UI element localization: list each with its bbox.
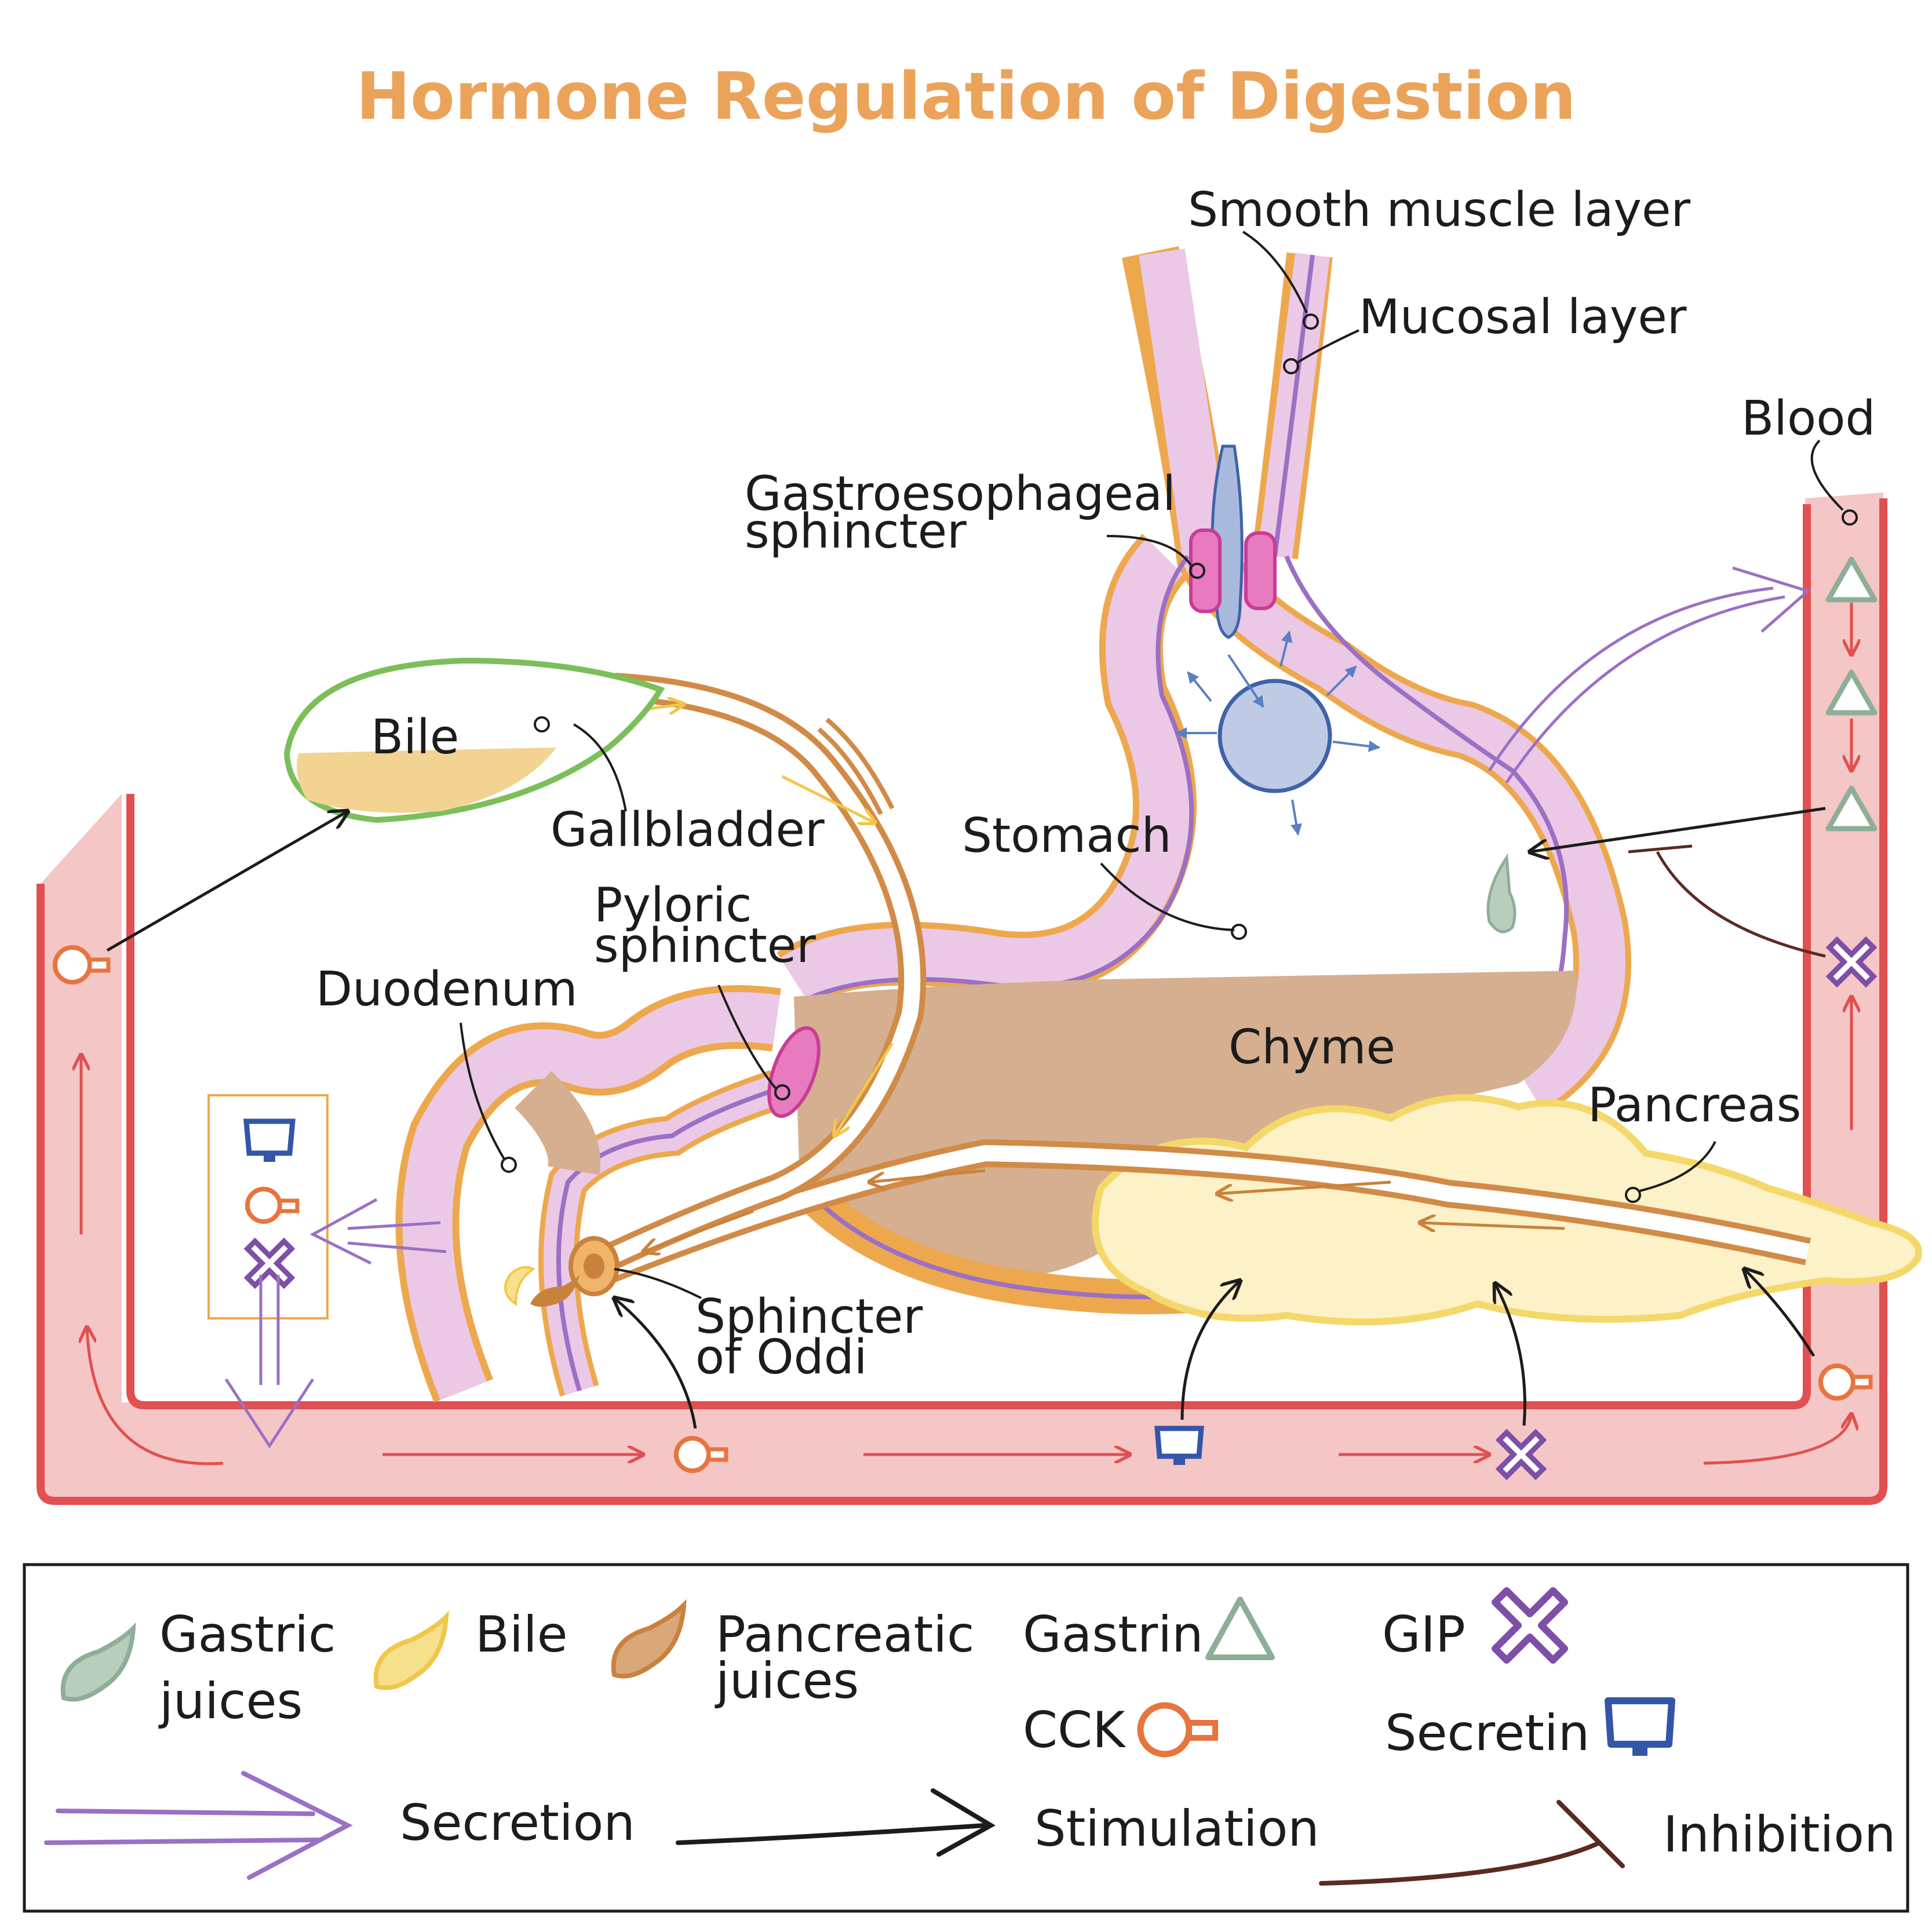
legend-bile: Bile <box>475 1606 568 1664</box>
label-duodenum: Duodenum <box>316 962 578 1017</box>
legend-secretin: Secretin <box>1385 1704 1590 1762</box>
cck-icon <box>674 1436 728 1473</box>
duodenum-hormone-box <box>207 1094 329 1319</box>
cck-key-icon <box>1137 1702 1218 1758</box>
gip-icon <box>1825 936 1878 988</box>
legend-gastrin: Gastrin <box>1023 1606 1204 1664</box>
cck-icon <box>53 945 111 985</box>
secretin-cup-icon <box>1605 1697 1675 1756</box>
label-mucosal-layer: Mucosal layer <box>1359 290 1687 345</box>
label-pyloric-sphincter: sphincter <box>594 918 816 974</box>
legend-stimulation: Stimulation <box>1034 1800 1319 1858</box>
label-of-oddi: of Oddi <box>695 1330 867 1385</box>
duodenum-bile-droplet <box>504 1266 535 1306</box>
stomach-wall <box>777 246 1631 1114</box>
ge-sphincter-right <box>1244 531 1277 610</box>
label-sphincter-of-oddi: Sphincter <box>695 1289 923 1344</box>
x-icon <box>1492 1587 1568 1664</box>
secretion-arrow-icon <box>44 1771 353 1880</box>
gastrin-icon <box>1825 556 1878 603</box>
cck-icon <box>1818 1364 1873 1401</box>
blood-vessel <box>37 493 1887 1505</box>
label-smooth-muscle-layer: Smooth muscle layer <box>1188 183 1690 238</box>
legend-cck: CCK <box>1023 1701 1127 1759</box>
chyme <box>794 971 1577 1277</box>
stimulation-arrows <box>106 807 1826 1429</box>
green-droplet-icon <box>60 1622 136 1702</box>
stimulation-arrow-icon <box>676 1788 996 1857</box>
yellow-droplet-icon <box>373 1610 449 1690</box>
inhibition-arrow <box>1628 844 1826 958</box>
legend: Gastric juices Bile Pancreatic juices Ga… <box>23 1563 1909 1913</box>
legend-pancreatic-juices-2: juices <box>715 1652 859 1710</box>
secretin-icon <box>243 1118 296 1162</box>
secretion-arrows <box>224 566 1811 1449</box>
duodenum-pancreatic-droplet <box>530 1275 579 1307</box>
stomach-gastric-droplet <box>1486 853 1517 934</box>
gastrin-icon <box>1825 785 1878 832</box>
label-gastroesophageal-sphincter: sphincter <box>745 504 967 559</box>
label-gastroesophageal: Gastroesophageal <box>745 466 1176 522</box>
pyloric-sphincter <box>767 1026 821 1118</box>
legend-gastric-juices-2: juices <box>158 1672 302 1730</box>
legend-gastric-juices-1: Gastric <box>159 1606 336 1664</box>
label-chyme: Chyme <box>1229 1020 1395 1075</box>
legend-secretion: Secretion <box>400 1794 635 1852</box>
ducts <box>573 673 1811 1288</box>
stomach-bolus <box>1217 679 1332 793</box>
gallbladder <box>283 657 665 823</box>
leader-lines <box>460 231 1858 1299</box>
label-blood: Blood <box>1741 391 1875 446</box>
legend-inhibition: Inhibition <box>1663 1806 1896 1864</box>
label-pyloric: Pyloric <box>594 878 752 933</box>
triangle-icon <box>1205 1596 1275 1660</box>
secretin-icon <box>1154 1426 1204 1465</box>
legend-pancreatic-juices-1: Pancreatic <box>716 1606 974 1664</box>
brown-droplet-icon <box>611 1599 687 1679</box>
cck-icon <box>245 1187 300 1224</box>
legend-gip: GIP <box>1382 1606 1466 1664</box>
gip-icon <box>1495 1428 1547 1481</box>
label-pancreas: Pancreas <box>1588 1078 1801 1133</box>
bolus-spread-arrows <box>1175 630 1380 836</box>
gip-icon <box>243 1237 296 1289</box>
diagram-title: Hormone Regulation of Digestion <box>356 59 1576 134</box>
label-gallbladder: Gallbladder <box>551 803 825 858</box>
label-bile: Bile <box>371 710 459 765</box>
inhibition-arrow-icon <box>1319 1800 1625 1886</box>
label-stomach: Stomach <box>962 808 1172 863</box>
legend-box <box>23 1563 1909 1913</box>
diagram-labels: Smooth muscle layer Mucosal layer Blood … <box>316 183 1875 1385</box>
gastrin-icon <box>1825 669 1878 716</box>
